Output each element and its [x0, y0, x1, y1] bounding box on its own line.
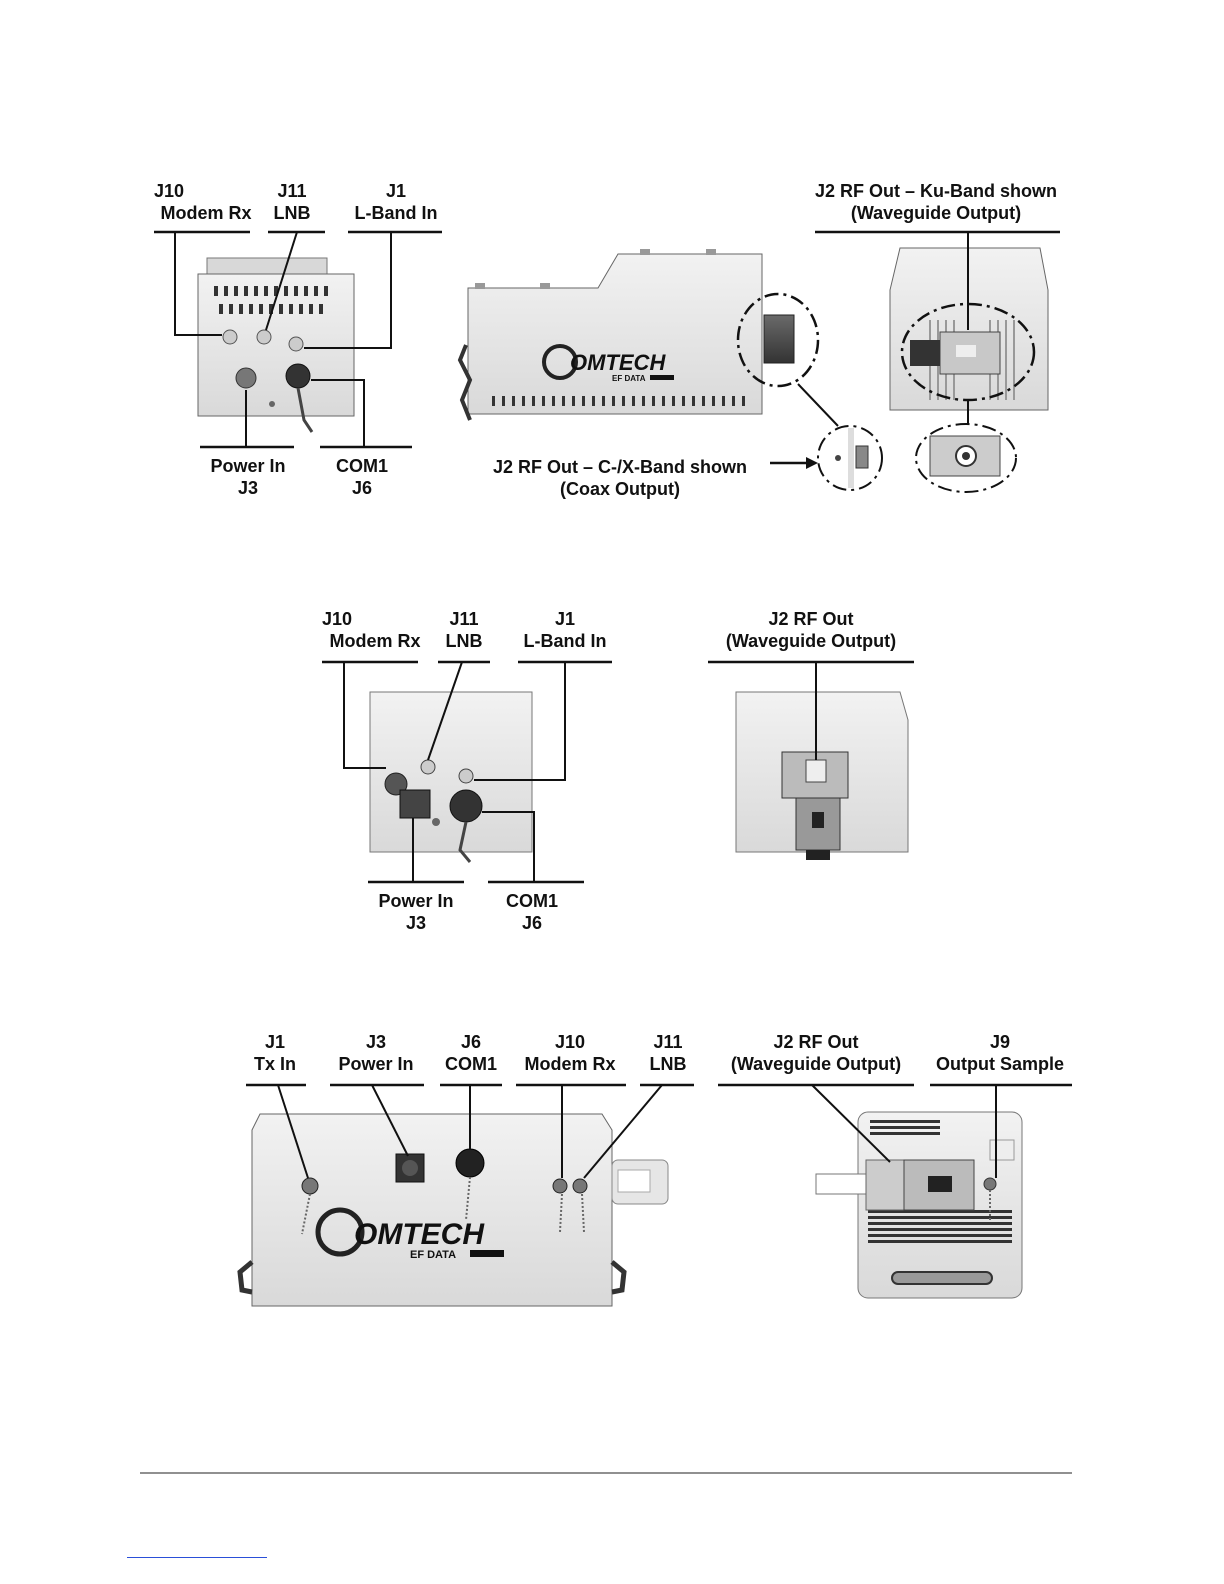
f1-coax-callout-ring	[736, 292, 820, 388]
f1-logo-text: OMTECH	[570, 350, 666, 375]
f1-end-view-unit	[197, 257, 355, 433]
f3-label-j11: J11 LNB	[649, 1032, 687, 1074]
f2-label-com1: COM1 J6	[505, 891, 558, 933]
f1-coax-detail	[817, 425, 883, 491]
f1-label-j2-cx: J2 RF Out – C-/X-Band shown (Coax Output…	[492, 457, 747, 499]
f1-com1-connector	[285, 363, 311, 389]
f3-logo-text: OMTECH	[354, 1218, 485, 1251]
f3-logo-c	[315, 1207, 365, 1257]
f3-label-j3: J3 Power In	[338, 1032, 414, 1074]
f1-logo-sub: EF DATA	[612, 374, 646, 383]
f3-j1-connector	[301, 1177, 319, 1195]
f1-power-connector	[235, 367, 257, 389]
f3-label-j2: J2 RF Out (Waveguide Output)	[730, 1032, 902, 1074]
f2-j11-connector	[420, 759, 436, 775]
f2-label-j1: J1 L-Band In	[523, 609, 607, 651]
f3-j10-connector	[552, 1178, 568, 1194]
f1-label-com1: COM1 J6	[335, 456, 388, 498]
f1-label-j10: J10 Modem Rx	[154, 181, 252, 223]
f2-label-j2: J2 RF Out (Waveguide Output)	[725, 609, 897, 651]
f3-leader-lines-right	[811, 1084, 997, 1178]
f1-leader-lines-left	[174, 231, 392, 447]
f1-side-view-unit: OMTECH EF DATA	[457, 249, 795, 421]
f1-j10-connector	[222, 329, 238, 345]
f2-power-connector	[399, 789, 431, 819]
f1-coax-arrow	[770, 457, 818, 469]
footer-link-underline	[127, 1557, 267, 1558]
f1-j1-connector	[288, 336, 304, 352]
f2-label-power: Power In J3	[378, 891, 454, 933]
f3-j6-connector	[455, 1148, 485, 1178]
f2-label-underlines	[322, 660, 914, 884]
f2-leader-lines	[343, 661, 566, 882]
f3-label-j9: J9 Output Sample	[935, 1032, 1064, 1074]
f3-label-j10: J10 Modem Rx	[524, 1032, 616, 1074]
f1-label-j1: J1 L-Band In	[354, 181, 438, 223]
f2-waveguide-unit	[735, 691, 909, 860]
f1-label-j11: J11 LNB	[273, 181, 311, 223]
f1-label-power: Power In J3	[210, 456, 286, 498]
f1-waveguide-detail	[915, 423, 1017, 493]
f2-label-j11: J11 LNB	[445, 609, 483, 651]
f3-side-view-unit: OMTECH EF DATA	[237, 1113, 669, 1307]
f3-leader-lines-left	[277, 1084, 663, 1179]
f3-label-j1: J1 Tx In	[253, 1032, 296, 1074]
f1-j11-connector	[256, 329, 272, 345]
f2-j1-connector	[458, 768, 474, 784]
f2-com1-connector	[449, 789, 483, 823]
f3-j11-connector	[572, 1178, 588, 1194]
f3-label-j6: J6 COM1	[444, 1032, 497, 1074]
f2-label-j10: J10 Modem Rx	[322, 609, 421, 651]
f1-label-j2-ku: J2 RF Out – Ku-Band shown (Waveguide Out…	[814, 181, 1057, 223]
f3-logo-sub: EF DATA	[410, 1249, 456, 1261]
f1-logo-c	[542, 344, 578, 380]
f1-vent-slots	[214, 286, 328, 314]
f3-end-view-unit	[815, 1111, 1023, 1299]
f3-j9-connector	[983, 1177, 997, 1191]
f2-end-view-unit	[369, 691, 533, 863]
